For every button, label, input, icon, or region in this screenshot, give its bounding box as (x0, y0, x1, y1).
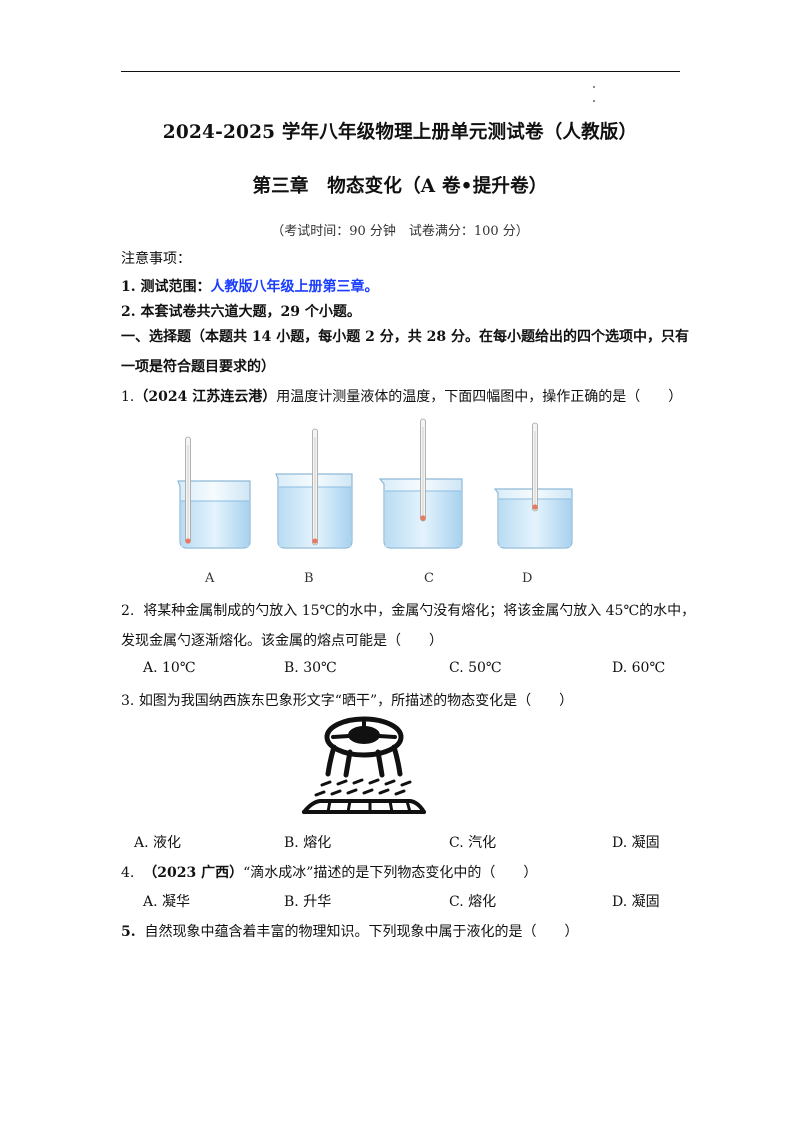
exam-info: （考试时间：90 分钟 试卷满分：100 分） (271, 224, 529, 239)
option-c: C. 50℃ (449, 660, 502, 676)
question-source: （2023 广西） (143, 865, 244, 881)
question-text: 自然现象中蕴含着丰富的物理知识。下列现象中属于液化的是（ ） (144, 924, 579, 940)
question-2: 2. 将某种金属制成的勺放入 15℃的水中，金属勺没有熔化；将该金属勺放入 45… (121, 600, 695, 620)
page-title: 2024-2025 学年八年级物理上册单元测试卷（人教版） (162, 122, 638, 143)
question-number: 5. (121, 924, 136, 940)
chapter-title: 第三章 物态变化（A 卷•提升卷） (252, 176, 548, 197)
beaker-d (493, 422, 573, 549)
notes-item-1: 1. 测试范围：人教版八年级上册第三章。 (121, 276, 379, 296)
option-d: D. 凝固 (612, 835, 660, 851)
beaker-b (275, 428, 353, 549)
figure-label-c: C (424, 571, 434, 586)
beaker-a (177, 436, 251, 549)
question-5: 5. 自然现象中蕴含着丰富的物理知识。下列现象中属于液化的是（ ） (121, 921, 579, 941)
header-dot (593, 86, 595, 88)
question-text: “滴水成冰”描述的是下列物态变化中的（ ） (243, 865, 538, 881)
option-a: A. 10℃ (143, 660, 196, 676)
question-number: 4. (121, 865, 135, 881)
question-text: 用温度计测量液体的温度，下面四幅图中，操作正确的是（ ） (276, 389, 683, 405)
option-c: C. 熔化 (449, 894, 497, 910)
section1-heading-line2: 一项是符合题目要求的） (121, 359, 275, 375)
figure-label-d: D (522, 571, 533, 586)
figure-label-a: A (205, 571, 215, 586)
question-text: 将某种金属制成的勺放入 15℃的水中，金属勺没有熔化；将该金属勺放入 45℃的水… (143, 603, 696, 619)
option-b: B. 熔化 (284, 835, 332, 851)
question-source: （2024 江苏连云港） (134, 389, 277, 405)
beaker-c (378, 418, 463, 549)
question-number: 2. (121, 603, 135, 619)
option-b: B. 30℃ (284, 660, 337, 676)
option-d: D. 60℃ (612, 660, 666, 676)
option-a: A. 凝华 (143, 894, 191, 910)
question-4: 4. （2023 广西）“滴水成冰”描述的是下列物态变化中的（ ） (121, 862, 537, 882)
question-text: 如图为我国纳西族东巴象形文字“晒干”，所描述的物态变化是（ ） (138, 693, 574, 709)
option-c: C. 汽化 (449, 835, 497, 851)
figure-label-b: B (304, 571, 314, 586)
question-1: 1.（2024 江苏连云港）用温度计测量液体的温度，下面四幅图中，操作正确的是（… (121, 386, 682, 406)
question-3: 3. 如图为我国纳西族东巴象形文字“晒干”，所描述的物态变化是（ ） (121, 690, 573, 710)
option-b: B. 升华 (284, 894, 332, 910)
header-dot (593, 100, 595, 102)
notes-item-1-prefix: 1. 测试范围： (121, 279, 211, 295)
question-number: 3. (121, 693, 135, 709)
notes-heading: 注意事项： (121, 251, 191, 267)
question-number: 1. (121, 389, 135, 405)
section1-heading-line1: 一、选择题（本题共 14 小题，每小题 2 分，共 28 分。在每小题给出的四个… (121, 329, 689, 345)
header-rule (121, 71, 680, 72)
notes-item-1-value: 人教版八年级上册第三章。 (210, 279, 379, 295)
question-2-line2: 发现金属勺逐渐熔化。该金属的熔点可能是（ ） (121, 633, 443, 649)
option-d: D. 凝固 (612, 894, 660, 910)
option-a: A. 液化 (134, 835, 182, 851)
notes-item-2: 2. 本套试卷共六道大题，29 个小题。 (121, 304, 361, 320)
